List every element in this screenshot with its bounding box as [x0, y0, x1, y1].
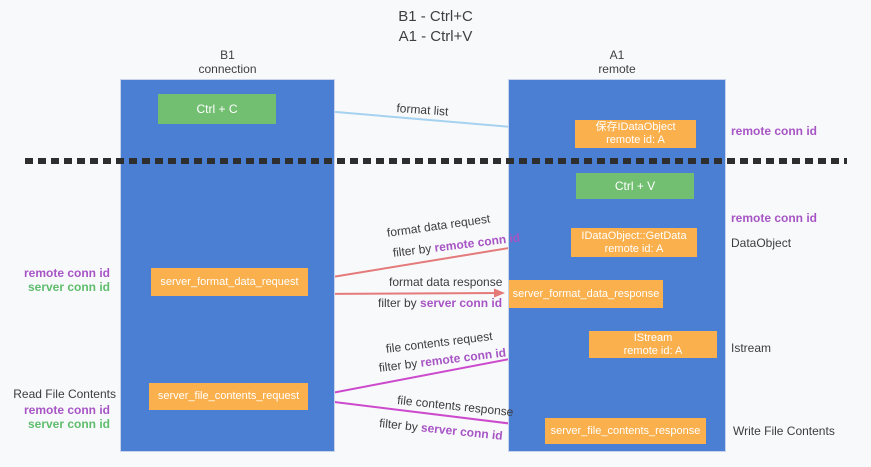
server-file-contents-response-box: server_file_contents_response	[545, 418, 706, 444]
format-response-label: server_format_data_response	[512, 287, 660, 300]
ctrl-v-box: Ctrl + V	[576, 173, 694, 199]
file-contents-response-label: file contents response	[396, 393, 515, 420]
server-conn-id-key: server conn id	[420, 420, 504, 443]
idataobject-getdata-box: IDataObject::GetData remote id: A	[571, 228, 697, 257]
getdata-line2: remote id: A	[604, 242, 664, 255]
file-request-label: server_file_contents_request	[157, 390, 300, 402]
ctrl-c-label: Ctrl + C	[196, 101, 238, 116]
server-format-data-request-box: server_format_data_request	[151, 268, 308, 296]
a1-column-header: A1 remote	[508, 48, 726, 76]
session-divider-dashed-line	[25, 158, 847, 164]
a1-name: A1	[609, 48, 625, 62]
right-remote-conn-id-2: remote conn id	[731, 211, 818, 225]
read-file-contents-label: Read File Contents	[13, 387, 116, 401]
write-file-contents-label: Write File Contents	[733, 424, 835, 438]
b1-name: B1	[220, 48, 235, 62]
left-server-conn-id-1: server conn id	[27, 280, 110, 294]
save-idataobject-line2: remote id: A	[606, 134, 665, 146]
left-server-conn-id-2: server conn id	[27, 417, 110, 431]
ctrl-v-label: Ctrl + V	[614, 178, 656, 193]
format-list-label: format list	[396, 101, 449, 119]
a1-subtitle: remote	[598, 62, 636, 76]
server-format-data-response-box: server_format_data_response	[509, 280, 663, 308]
filter-by-text: filter by	[378, 355, 422, 375]
right-remote-conn-id-1: remote conn id	[731, 124, 818, 138]
getdata-line1: IDataObject::GetData	[581, 229, 687, 242]
server-conn-id-key: server conn id	[420, 296, 503, 310]
istream-line2: remote id: A	[623, 344, 683, 357]
title-line-1: B1 - Ctrl+C	[398, 8, 473, 25]
filter-by-text: filter by	[392, 240, 436, 260]
b1-column-header: B1 connection	[120, 48, 335, 76]
istream-box: IStream remote id: A	[589, 331, 717, 358]
save-idataobject-box: 保存IDataObject remote id: A	[575, 120, 696, 148]
save-idataobject-line1: 保存IDataObject	[595, 121, 676, 133]
istream-line1: IStream	[633, 331, 673, 344]
file-contents-response-filter-label: filter by server conn id	[379, 416, 504, 443]
file-response-label: server_file_contents_response	[550, 424, 701, 437]
diagram-title: B1 - Ctrl+C A1 - Ctrl+V	[0, 7, 871, 47]
left-remote-conn-id-2: remote conn id	[23, 403, 110, 417]
title-line-2: A1 - Ctrl+V	[398, 28, 473, 45]
filter-by-text: filter by	[378, 296, 421, 310]
format-data-response-label: format data response	[389, 275, 503, 289]
istream-side-label: Istream	[731, 341, 772, 355]
format-request-label: server_format_data_request	[160, 275, 299, 288]
b1-subtitle: connection	[198, 62, 257, 76]
filter-by-text: filter by	[378, 416, 422, 435]
format-data-response-filter-label: filter by server conn id	[378, 296, 502, 310]
left-remote-conn-id-1: remote conn id	[23, 266, 110, 280]
ctrl-c-box: Ctrl + C	[158, 94, 276, 124]
server-file-contents-request-box: server_file_contents_request	[149, 383, 308, 410]
dataobject-label: DataObject	[731, 236, 792, 250]
format-data-response-arrow	[309, 288, 505, 298]
